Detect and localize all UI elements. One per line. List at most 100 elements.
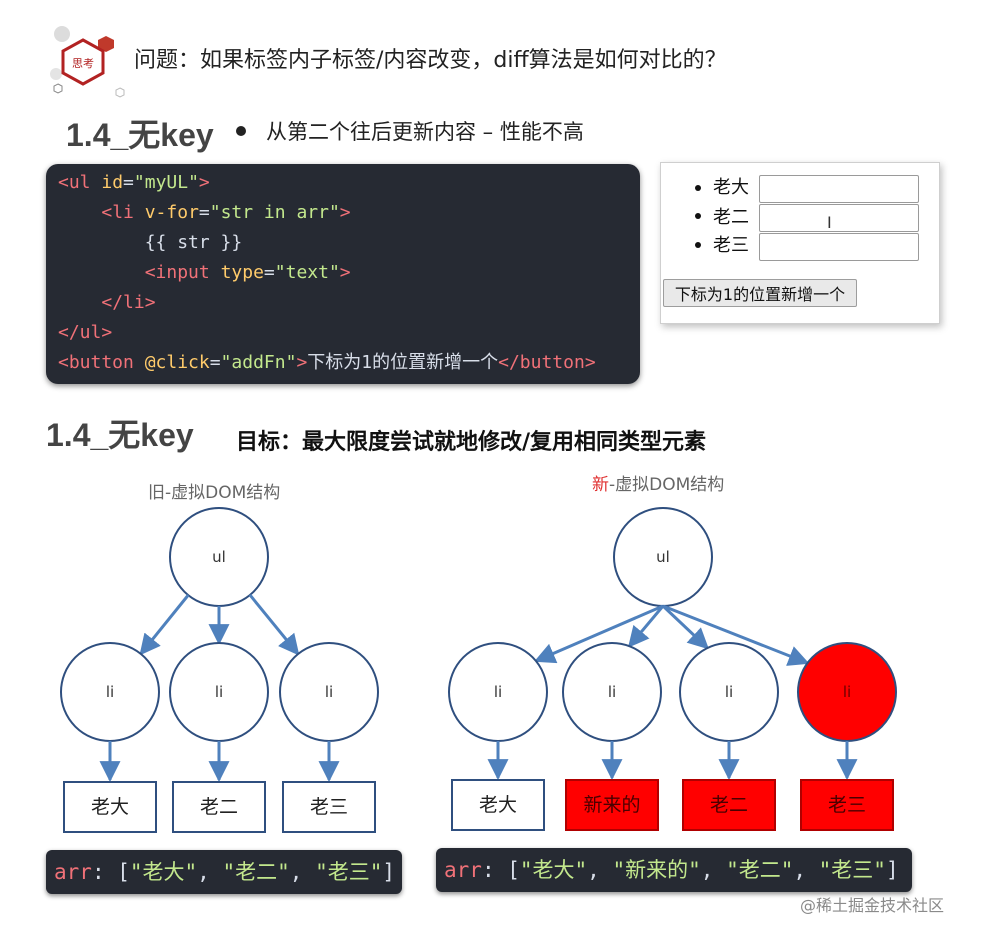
- arr-key: arr: [54, 860, 92, 884]
- tree-edge: [248, 594, 300, 656]
- code-token: </ul>: [58, 322, 113, 343]
- code-token: </li>: [101, 292, 156, 313]
- code-token: </button>: [498, 352, 596, 373]
- tree-edge: [627, 605, 665, 648]
- li-node-label: li: [325, 683, 333, 701]
- code-token: {{ str }}: [58, 232, 243, 253]
- arr-value: "老二": [726, 858, 794, 882]
- code-block: <ul id="myUL"> <li v-for="str in arr"> {…: [46, 164, 640, 384]
- arr-punct: ,: [700, 858, 727, 882]
- text-node-label: 老三: [310, 796, 348, 818]
- new-tree-label-rest: -虚拟DOM结构: [609, 475, 725, 495]
- code-token: <button: [58, 352, 145, 373]
- arr-value: "新来的": [612, 858, 701, 882]
- text-node-label: 老三: [828, 794, 866, 816]
- code-line: </ul>: [58, 318, 112, 348]
- code-line: {{ str }}: [58, 228, 243, 258]
- preview-text-input-2[interactable]: [759, 204, 919, 232]
- tree-edge: [533, 604, 664, 664]
- arr-value: "老二": [222, 860, 290, 884]
- arr-punct: : [: [481, 858, 520, 882]
- text-node-box: [565, 779, 659, 831]
- question-text: 问题：如果标签内子标签/内容改变，diff算法是如何对比的？: [134, 48, 727, 73]
- old-tree-label: 旧-虚拟DOM结构: [148, 483, 281, 503]
- arr-punct: ,: [587, 858, 613, 882]
- code-token: >: [339, 262, 351, 283]
- preview-text-input-1[interactable]: [759, 175, 919, 203]
- tree-edge: [661, 604, 710, 650]
- li-node-label: li: [494, 683, 502, 701]
- code-token: =: [263, 262, 275, 283]
- code-token: v-for: [144, 202, 199, 223]
- code-token: >: [339, 202, 351, 223]
- section2-title: 1.4_无key: [46, 417, 194, 453]
- arr-new-code: arr: ["老大", "新来的", "老二", "老三"]: [436, 848, 912, 892]
- tree-edge: [139, 594, 190, 656]
- code-token: <ul: [58, 172, 102, 193]
- arr-key: arr: [444, 858, 482, 882]
- bullet-dot: [236, 126, 246, 136]
- new-tree-label: 新-虚拟DOM结构: [592, 470, 724, 495]
- watermark-text: @稀土掘金技术社区: [800, 896, 945, 915]
- add-item-button[interactable]: 下标为1的位置新增一个: [663, 279, 857, 307]
- code-line: <li v-for="str in arr">: [58, 198, 351, 228]
- code-token: =: [209, 352, 221, 373]
- code-token: id: [101, 172, 124, 193]
- list-bullet: [695, 185, 701, 191]
- code-token: <input: [144, 262, 221, 283]
- think-badge-icon: 思考: [50, 26, 125, 98]
- li-node-label: li: [608, 683, 616, 701]
- arr-old-code: arr: ["老大", "老二", "老三"]: [46, 850, 402, 894]
- arr-punct: : [: [91, 860, 130, 884]
- preview-list-item: 老三: [713, 235, 749, 256]
- preview-list-item: 老大: [713, 177, 749, 198]
- code-token: >: [296, 352, 308, 373]
- arr-value: "老大": [129, 860, 198, 884]
- code-token: =: [198, 202, 210, 223]
- text-node-box: [282, 781, 376, 833]
- code-line: <input type="text">: [58, 258, 351, 288]
- arr-value: "老三": [818, 858, 886, 882]
- text-node-label: 老二: [200, 796, 238, 818]
- text-node-label: 新来的: [583, 794, 640, 816]
- code-token: "addFn": [220, 352, 297, 373]
- ul-node-label: ul: [656, 548, 670, 566]
- text-node-box: [63, 781, 157, 833]
- code-token: =: [123, 172, 134, 193]
- code-token: "text": [274, 262, 340, 283]
- text-node-box: [172, 781, 266, 833]
- text-node-label: 老大: [479, 794, 517, 816]
- list-bullet: [695, 242, 701, 248]
- section1-title: 1.4_无key: [66, 117, 214, 153]
- badge-text: 思考: [72, 57, 94, 70]
- text-node-label: 老大: [91, 796, 129, 818]
- li-node-label: li: [106, 683, 114, 701]
- code-token: type: [220, 262, 264, 283]
- arr-punct: ,: [793, 858, 819, 882]
- code-line: <button @click="addFn">下标为1的位置新增一个</butt…: [58, 348, 596, 378]
- preview-list-item: 老二: [713, 207, 749, 228]
- li-node-label: li: [843, 683, 851, 701]
- section2-note: 目标：最大限度尝试就地修改/复用相同类型元素: [236, 430, 707, 455]
- text-node-label: 老二: [710, 794, 748, 816]
- list-bullet: [695, 213, 701, 219]
- new-tree-label-prefix: 新: [592, 475, 609, 495]
- code-token: "str in arr": [209, 202, 340, 223]
- preview-text-input-3[interactable]: [759, 233, 919, 261]
- code-token: 下标为1的位置新增一个: [307, 352, 499, 373]
- code-token: <li: [101, 202, 145, 223]
- arr-punct: ,: [197, 860, 223, 884]
- arr-punct: ,: [289, 860, 316, 884]
- li-node-label: li: [725, 683, 733, 701]
- text-node-box: [682, 779, 776, 831]
- text-node-box: [451, 779, 545, 831]
- code-token: @click: [144, 352, 210, 373]
- arr-value: "老三": [315, 860, 383, 884]
- code-token: "myUL": [133, 172, 199, 193]
- section1-note: 从第二个往后更新内容 – 性能不高: [266, 120, 584, 144]
- arr-value: "老大": [519, 858, 588, 882]
- arr-punct: ]: [885, 858, 899, 882]
- arr-punct: ]: [382, 860, 396, 884]
- code-line: </li>: [58, 288, 156, 318]
